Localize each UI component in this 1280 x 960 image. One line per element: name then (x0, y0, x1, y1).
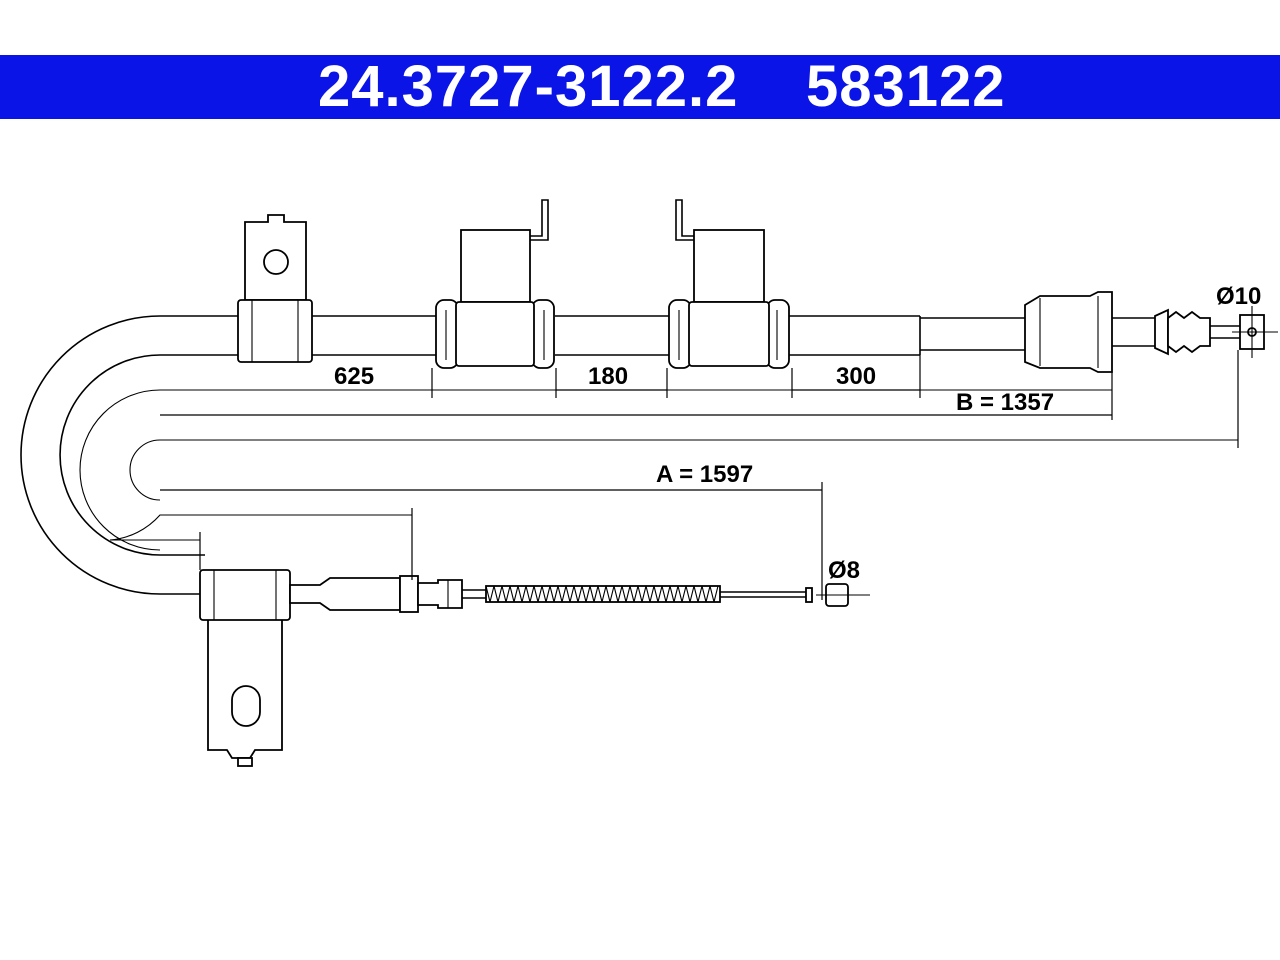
bracket-clip-1 (237, 214, 313, 363)
cable-end-bottom (289, 575, 870, 613)
dimension-lines (160, 350, 1239, 600)
end-fitting-top (1024, 291, 1278, 373)
dim-label-b: B = 1357 (956, 389, 1054, 416)
dim-label-diameter-10: Ø10 (1216, 283, 1261, 310)
part-number: 24.3727-3122.2 (318, 54, 739, 119)
oe-number: 583122 (806, 54, 1006, 119)
dim-label-300: 300 (836, 363, 876, 390)
dim-label-625: 625 (334, 363, 374, 390)
bracket-clip-3 (668, 199, 790, 369)
bracket-clip-2 (435, 199, 555, 369)
title-banner: 24.3727-3122.2 583122 (0, 55, 1280, 119)
cable-sheath (20, 315, 1030, 595)
bracket-lower (199, 569, 291, 767)
dim-label-a: A = 1597 (656, 461, 753, 488)
dim-label-diameter-8: Ø8 (828, 557, 860, 584)
dimension-guides (79, 389, 1238, 551)
dim-label-180: 180 (588, 363, 628, 390)
